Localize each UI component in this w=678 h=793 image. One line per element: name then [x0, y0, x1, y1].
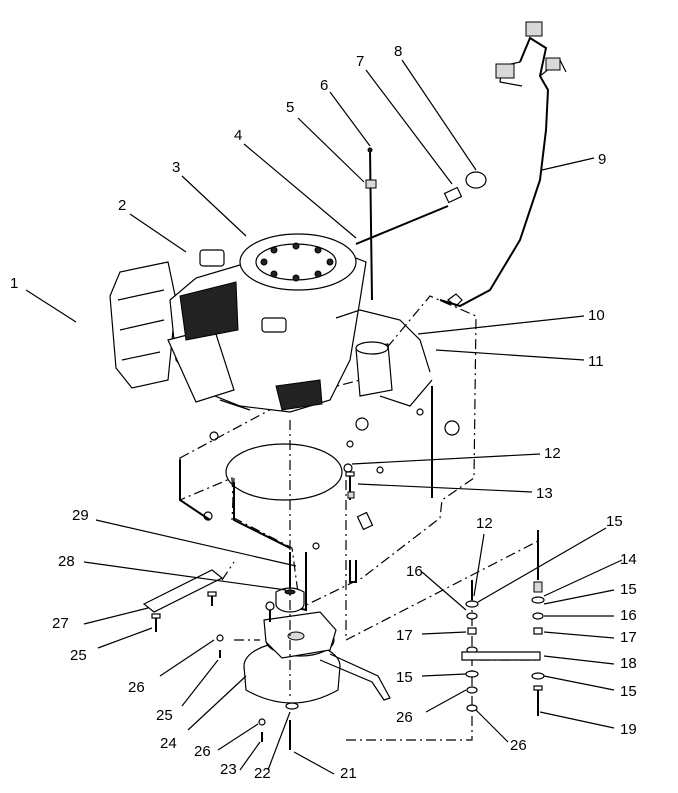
callout-labels: 1 2 3 4 5 6 7 8 9 10 11 12 13 12 15 16 1… [10, 43, 637, 782]
callout-25b: 25 [156, 707, 173, 724]
callout-6: 6 [320, 77, 328, 94]
callout-16b: 16 [620, 607, 637, 624]
callout-4: 4 [234, 127, 242, 144]
callout-27: 27 [52, 615, 69, 632]
callout-22: 22 [254, 765, 271, 782]
callout-29: 29 [72, 507, 89, 524]
wire-harness [439, 21, 567, 308]
throttle-cable [355, 147, 487, 301]
callout-7: 7 [356, 53, 364, 70]
callout-10: 10 [588, 307, 605, 324]
callout-1: 1 [10, 275, 18, 292]
electric-clutch [243, 611, 391, 704]
engine-mount-plate [179, 295, 477, 612]
callout-23: 23 [220, 761, 237, 778]
callout-3: 3 [172, 159, 180, 176]
callout-26b: 26 [396, 709, 413, 726]
leader-lines [25, 59, 623, 775]
callout-26a: 26 [128, 679, 145, 696]
callout-21: 21 [340, 765, 357, 782]
callout-17b: 17 [620, 629, 637, 646]
callout-16a: 16 [406, 563, 423, 580]
callout-11: 11 [588, 353, 604, 370]
callout-25a: 25 [70, 647, 87, 664]
callout-14: 14 [620, 551, 637, 568]
callout-2: 2 [118, 197, 126, 214]
left-fasteners [151, 591, 299, 750]
stud-bolt [343, 463, 355, 500]
callout-26c: 26 [510, 737, 527, 754]
callout-15d: 15 [620, 683, 637, 700]
callout-5: 5 [286, 99, 294, 116]
bracket [142, 569, 224, 613]
callout-18: 18 [620, 655, 637, 672]
callout-17a: 17 [396, 627, 413, 644]
callout-8: 8 [394, 43, 402, 60]
callout-26d: 26 [194, 743, 211, 760]
callout-15a: 15 [606, 513, 623, 530]
right-hardware-stack [461, 530, 545, 716]
engine-assembly [109, 233, 433, 413]
callout-12b: 12 [476, 515, 493, 532]
callout-19: 19 [620, 721, 637, 738]
callout-9: 9 [598, 151, 606, 168]
callout-15c: 15 [396, 669, 413, 686]
callout-24: 24 [160, 735, 177, 752]
callout-13: 13 [536, 485, 553, 502]
callout-15b: 15 [620, 581, 637, 598]
callout-28: 28 [58, 553, 75, 570]
callout-12a: 12 [544, 445, 561, 462]
